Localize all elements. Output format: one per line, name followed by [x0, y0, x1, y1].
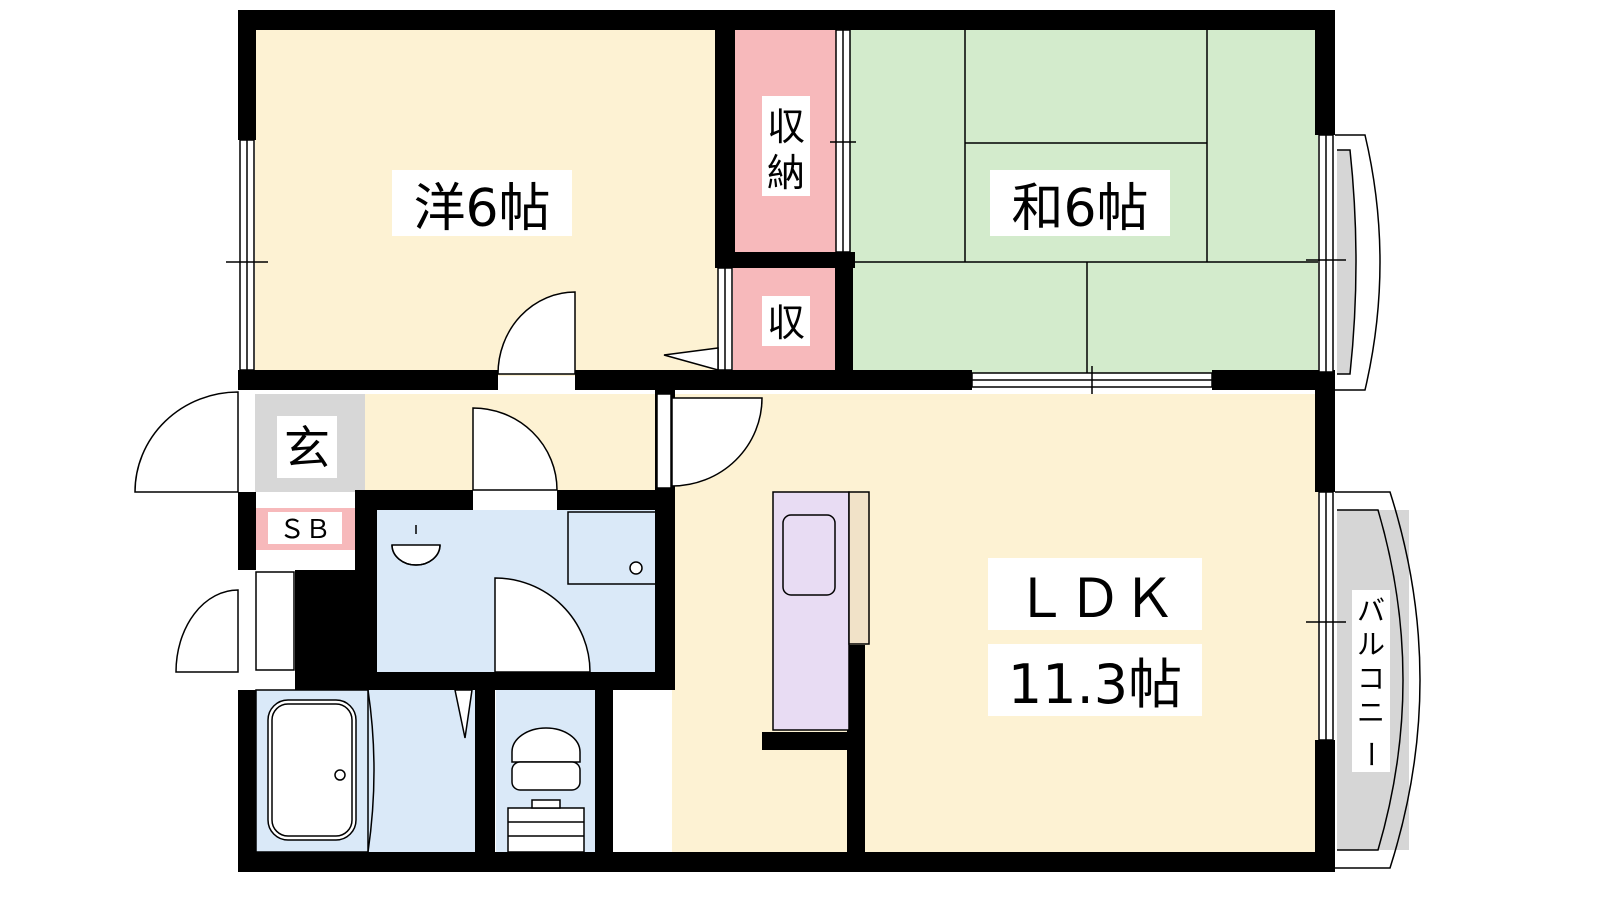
labels: 洋6帖 和6帖 収 納 収 玄 ＳＢ ＬＤＫ 11.3帖 バ ル コ ニ ー [268, 96, 1390, 772]
balcony-label-2: ル [1357, 628, 1385, 661]
storage-large-label-2: 納 [767, 151, 805, 195]
windows [226, 29, 1346, 741]
storage-large-label-1: 収 [767, 105, 805, 149]
bathtub-icon [267, 699, 357, 841]
ldk-size-label: 11.3帖 [1008, 653, 1182, 716]
tatami-grid [850, 28, 1318, 376]
western-room-label: 洋6帖 [413, 179, 550, 239]
japanese-room-label: 和6帖 [1011, 179, 1148, 239]
kitchen-sink-icon [782, 514, 836, 596]
shoe-cabinet [255, 571, 295, 671]
entrance-label: 玄 [284, 421, 330, 475]
toilet-icon [511, 727, 581, 763]
balcony-rails [1335, 134, 1421, 869]
washing-machine-area [567, 511, 657, 585]
balcony-label-4: ニ [1357, 696, 1385, 729]
balcony-label-1: バ [1357, 594, 1385, 627]
balcony-label-5: ー [1354, 740, 1387, 768]
balcony-upper [1337, 150, 1356, 374]
storage-small-label: 収 [767, 301, 805, 345]
doors [134, 291, 763, 739]
shoe-box-label: ＳＢ [279, 515, 331, 545]
kitchen-backsplash [848, 491, 870, 645]
fixtures [255, 491, 870, 853]
ldk-name-label: ＬＤＫ [1014, 567, 1176, 630]
balcony-label-3: コ [1357, 662, 1385, 695]
